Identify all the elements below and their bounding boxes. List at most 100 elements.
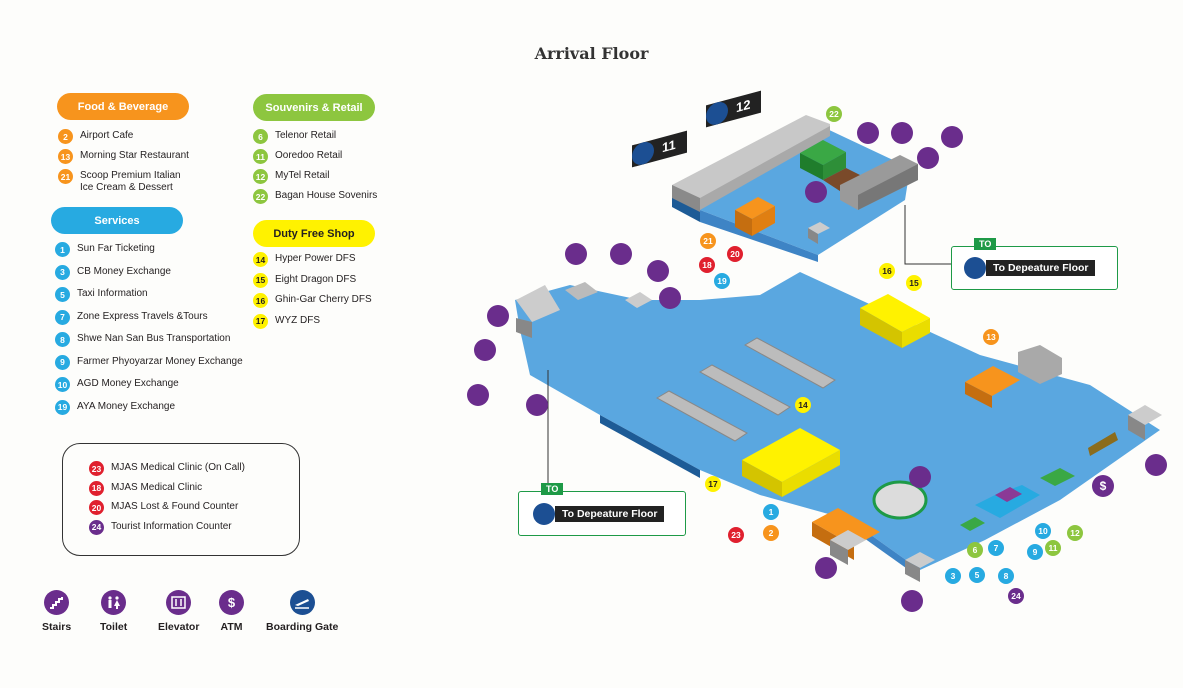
map-marker-24: 24 [1008, 588, 1024, 604]
item-number: 14 [253, 252, 268, 267]
item-number: 16 [253, 293, 268, 308]
item-number: 2 [58, 129, 73, 144]
item-number: 21 [58, 169, 73, 184]
item-number: 18 [89, 480, 104, 496]
map-marker-8: 8 [998, 568, 1014, 584]
stairs-icon [44, 590, 70, 615]
map-marker-15: 15 [906, 275, 922, 291]
map-marker-9: 9 [1027, 544, 1043, 560]
list-item: 3 CB Money Exchange [55, 264, 255, 289]
atm-icon: $ [219, 590, 244, 615]
item-number: 17 [253, 313, 268, 329]
item-label: Airport Cafe [80, 130, 134, 141]
atm-symbol: $ [227, 595, 236, 610]
legend-label: Toilet [100, 621, 128, 633]
item-label: Tourist Information Counter [111, 520, 232, 532]
item-number: 5 [55, 287, 70, 302]
item-label: Farmer Phyoyarzar Money Exchange [77, 355, 243, 367]
item-label: WYZ DFS [275, 314, 320, 326]
toilet-icon [487, 305, 509, 327]
map-marker-21: 21 [700, 233, 716, 249]
boarding-gate-icon [289, 590, 315, 615]
list-item: 17 WYZ DFS [253, 313, 413, 336]
map-marker-6: 6 [967, 542, 983, 558]
no-entry-icon [857, 122, 879, 144]
item-label: Telenor Retail [275, 130, 337, 141]
map-marker-7: 7 [988, 540, 1004, 556]
main-hall [515, 272, 1162, 582]
stairs-icon [659, 287, 681, 309]
toilet-icon [891, 122, 913, 144]
list-item: 21 Scoop Premium Italian Ice Cream & Dess… [58, 169, 238, 196]
item-label: Shwe Nan San Bus Transportation [77, 333, 231, 344]
escalator-icon [467, 384, 489, 406]
item-label: CB Money Exchange [77, 265, 171, 277]
toilet-icon [1145, 454, 1167, 476]
item-label: Taxi Information [77, 288, 148, 299]
item-number: 15 [253, 272, 268, 288]
item-number: 12 [253, 169, 268, 184]
item-label: MJAS Medical Clinic (On Call) [111, 462, 245, 473]
stairs-icon [917, 147, 939, 169]
legend-atm: $ ATM [219, 590, 244, 633]
item-label: MJAS Medical Clinic [111, 481, 203, 493]
item-number: 3 [55, 264, 70, 280]
item-number: 10 [55, 377, 70, 392]
map-marker-11: 11 [1045, 540, 1061, 556]
item-label: Scoop Premium Italian Ice Cream & Desser… [80, 170, 181, 193]
toilet-icon [815, 557, 837, 579]
to-tag: TO [974, 238, 997, 250]
item-label: AYA Money Exchange [77, 400, 176, 412]
elevator-icon [166, 590, 192, 615]
item-number: 11 [253, 149, 268, 164]
map-marker-5: 5 [969, 567, 985, 583]
list-item: 10 AGD Money Exchange [55, 377, 255, 401]
map-marker-20: 20 [727, 246, 743, 262]
item-number: 1 [55, 242, 70, 257]
item-label: MyTel Retail [275, 170, 330, 181]
map-marker-22: 22 [826, 106, 842, 122]
item-label: AGD Money Exchange [77, 378, 179, 389]
elevator-icon [474, 339, 496, 361]
upper-hall [672, 115, 918, 262]
map-marker-10: 10 [1035, 523, 1051, 539]
item-number: 7 [55, 309, 70, 325]
gate-number: 11 [662, 136, 676, 156]
list-item: 8 Shwe Nan San Bus Transportation [55, 332, 255, 356]
escalator-icon [647, 260, 669, 282]
map-marker-19: 19 [714, 273, 730, 289]
list-item: 18 MJAS Medical Clinic [89, 480, 294, 502]
stairs-icon [526, 394, 548, 416]
item-number: 19 [55, 399, 70, 415]
list-item: 19 AYA Money Exchange [55, 399, 255, 424]
map-marker-13: 13 [983, 329, 999, 345]
escalator-icon [941, 126, 963, 148]
duty-free-pill: Duty Free Shop [253, 220, 375, 247]
legend-boarding-gate: Boarding Gate [266, 590, 338, 633]
other-services-box [62, 443, 300, 556]
item-label: MJAS Lost & Found Counter [111, 501, 239, 512]
boarding-gate-icon [533, 503, 555, 525]
toilet-icon [565, 243, 587, 265]
map-marker-3: 3 [945, 568, 961, 584]
map-marker-16: 16 [879, 263, 895, 279]
legend-label: ATM [220, 621, 243, 633]
toilet-icon [101, 590, 127, 615]
map-marker-17: 17 [705, 476, 721, 492]
map-marker-1: 1 [763, 504, 779, 520]
list-item: 2 Airport Cafe [58, 129, 238, 150]
list-item: 5 Taxi Information [55, 287, 255, 311]
item-number: 9 [55, 354, 70, 370]
item-number: 8 [55, 332, 70, 347]
souvenirs-retail-pill: Souvenirs & Retail [253, 94, 375, 121]
